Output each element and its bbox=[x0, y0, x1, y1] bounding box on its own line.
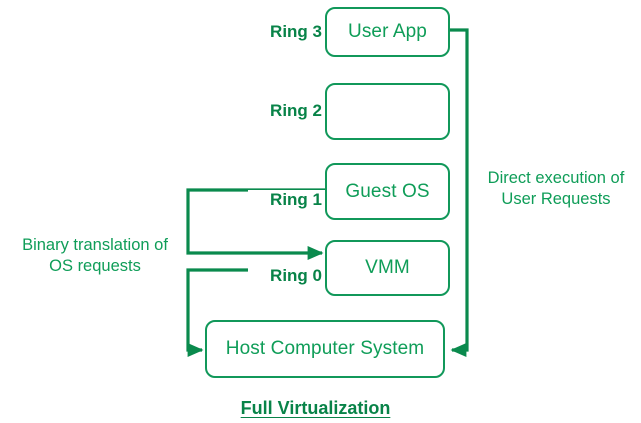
ring-label-ring-3: Ring 3 bbox=[248, 22, 325, 42]
diagram-title: Full Virtualization bbox=[240, 398, 391, 418]
node-vmm: VMM bbox=[325, 240, 450, 296]
node-user-app: User App bbox=[325, 7, 450, 57]
node-host-computer-system: Host Computer System bbox=[205, 320, 445, 378]
annotation-binary-translation: Binary translation of OS requests bbox=[22, 236, 168, 275]
ring-label-ring-2: Ring 2 bbox=[248, 101, 325, 121]
node-guest-os: Guest OS bbox=[325, 163, 450, 220]
ring-label-ring-0: Ring 0 bbox=[248, 266, 325, 286]
node-ring-2-empty bbox=[325, 83, 450, 140]
ring-label-ring-1: Ring 1 bbox=[248, 190, 325, 210]
connector-user-app-to-host bbox=[450, 28, 469, 358]
annotation-direct-execution: Direct execution of User Requests bbox=[487, 169, 625, 208]
